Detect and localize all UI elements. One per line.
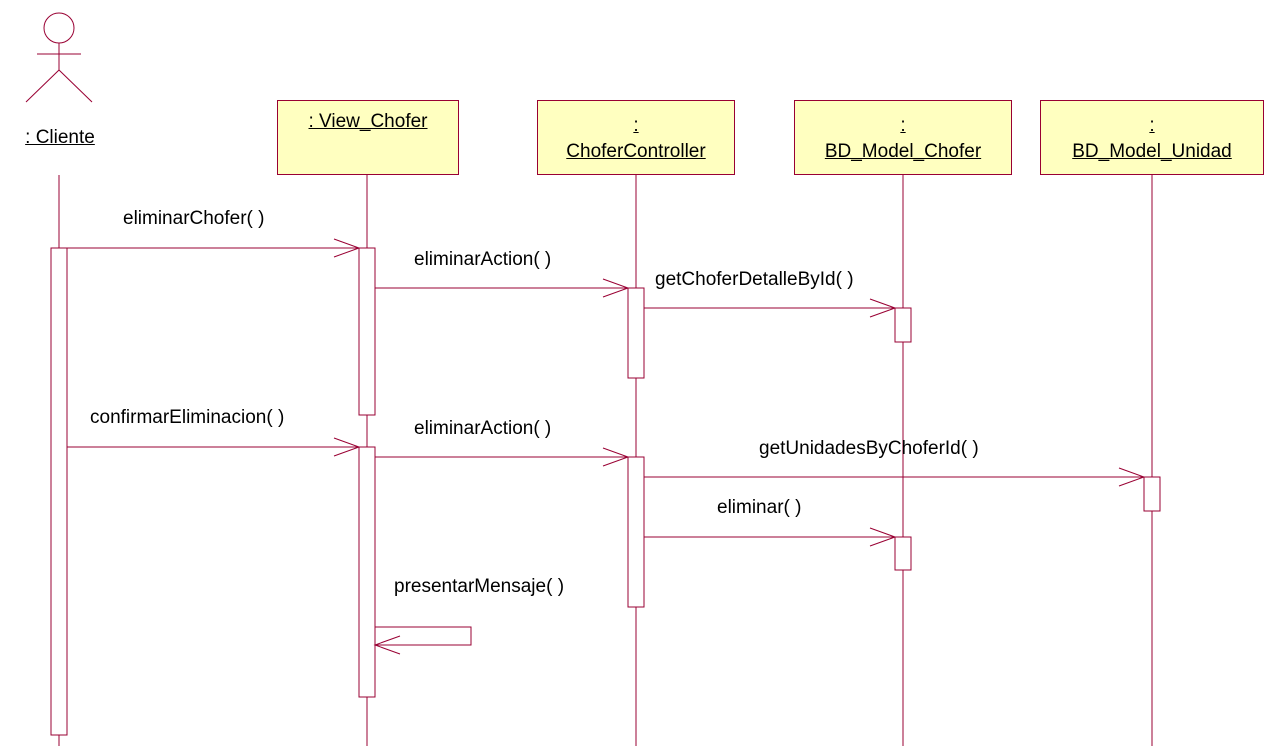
object-label-colon-bd-chofer: : bbox=[900, 115, 906, 136]
object-box-bd-model-chofer: : BD_Model_Chofer bbox=[794, 100, 1012, 175]
message-arrow-getchoferdetallebyid bbox=[644, 298, 897, 318]
message-label-eliminarchofer: eliminarChofer( ) bbox=[123, 208, 265, 229]
activation-controller-2 bbox=[627, 456, 645, 608]
message-label-presentarmensaje: presentarMensaje( ) bbox=[394, 576, 565, 597]
message-label-eliminaraction-2: eliminarAction( ) bbox=[414, 418, 552, 439]
object-box-bd-model-unidad: : BD_Model_Unidad bbox=[1040, 100, 1264, 175]
object-label-chofer-controller: ChoferController bbox=[566, 141, 706, 162]
message-label-eliminar: eliminar( ) bbox=[717, 497, 802, 518]
message-arrow-eliminaraction-1 bbox=[375, 278, 630, 298]
actor-figure-cliente bbox=[25, 12, 93, 103]
message-arrow-getunidadesbychoferid bbox=[644, 467, 1146, 487]
actor-label-cliente: : Cliente bbox=[25, 127, 95, 148]
activation-bd-unidad-1 bbox=[1143, 476, 1161, 512]
activation-cliente bbox=[50, 247, 68, 736]
activation-view-chofer-2 bbox=[358, 446, 376, 698]
object-label-colon-bd-unidad: : bbox=[1149, 115, 1155, 136]
activation-controller-1 bbox=[627, 287, 645, 379]
object-box-chofer-controller: : ChoferController bbox=[537, 100, 735, 175]
object-label-view-chofer: : View_Chofer bbox=[308, 111, 428, 132]
message-label-eliminaraction-1: eliminarAction( ) bbox=[414, 249, 552, 270]
activation-bd-chofer-2 bbox=[894, 536, 912, 571]
object-box-view-chofer: : View_Chofer bbox=[277, 100, 459, 175]
message-arrow-eliminaraction-2 bbox=[375, 447, 630, 467]
object-label-bd-model-chofer: BD_Model_Chofer bbox=[824, 141, 982, 162]
message-arrow-confirmareliminacion bbox=[67, 437, 361, 457]
object-label-bd-model-unidad: BD_Model_Unidad bbox=[1072, 141, 1232, 162]
object-label-colon-controller: : bbox=[633, 115, 639, 136]
activation-bd-chofer-1 bbox=[894, 307, 912, 343]
message-arrow-eliminarchofer bbox=[67, 238, 361, 258]
message-arrow-eliminar bbox=[644, 527, 897, 547]
message-label-confirmareliminacion: confirmarEliminacion( ) bbox=[90, 407, 285, 428]
message-label-getchoferdetallebyid: getChoferDetalleById( ) bbox=[655, 269, 854, 290]
message-arrow-presentarmensaje bbox=[373, 626, 472, 655]
activation-view-chofer-1 bbox=[358, 247, 376, 416]
message-label-getunidadesbychoferid: getUnidadesByChoferId( ) bbox=[759, 438, 979, 459]
